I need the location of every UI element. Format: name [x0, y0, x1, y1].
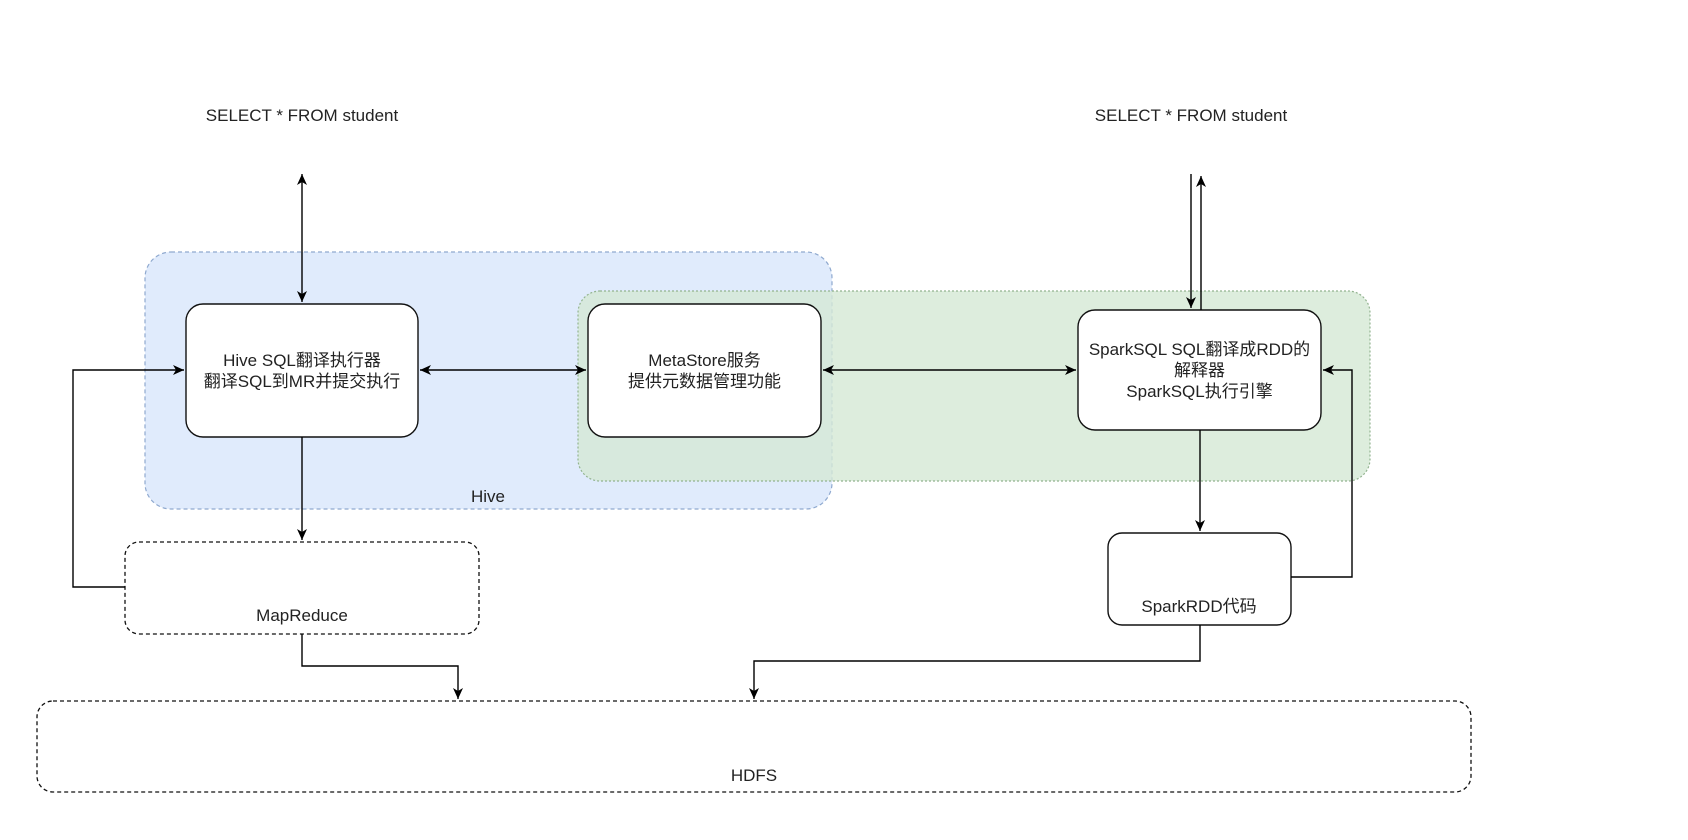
hive-executor-desc: 翻译SQL到MR并提交执行: [203, 371, 401, 391]
metastore-node: MetaStore服务 提供元数据管理功能: [588, 304, 821, 437]
edge-mapreduce-hdfs: [301, 634, 463, 699]
hive-executor-node: Hive SQL翻译执行器 翻译SQL到MR并提交执行: [186, 304, 418, 437]
sparksql-desc: SparkSQL执行引擎: [1126, 381, 1273, 401]
sparksql-title-cont: 解释器: [1174, 360, 1225, 380]
edge-mapreduce-feedback: [72, 365, 184, 588]
hive-region-label: Hive: [470, 487, 506, 506]
right-query-label: SELECT * FROM student: [1094, 106, 1288, 125]
hdfs-label: HDFS: [730, 766, 778, 785]
hdfs-box: [36, 700, 1472, 793]
sparksql-node: SparkSQL SQL翻译成RDD的 解释器 SparkSQL执行引擎: [1078, 310, 1321, 430]
sparksql-title: SparkSQL SQL翻译成RDD的: [1088, 339, 1311, 359]
left-query-label: SELECT * FROM student: [205, 106, 399, 125]
edge-sparkrdd-hdfs: [749, 625, 1201, 699]
metastore-desc: 提供元数据管理功能: [628, 371, 781, 391]
metastore-box: [587, 303, 822, 438]
hive-executor-title: Hive SQL翻译执行器: [223, 350, 381, 370]
edge-sparkrdd-feedback: [1291, 365, 1353, 578]
mapreduce-label: MapReduce: [256, 606, 348, 625]
metastore-title: MetaStore服务: [648, 350, 761, 370]
sparkrdd-label: SparkRDD代码: [1141, 597, 1257, 616]
